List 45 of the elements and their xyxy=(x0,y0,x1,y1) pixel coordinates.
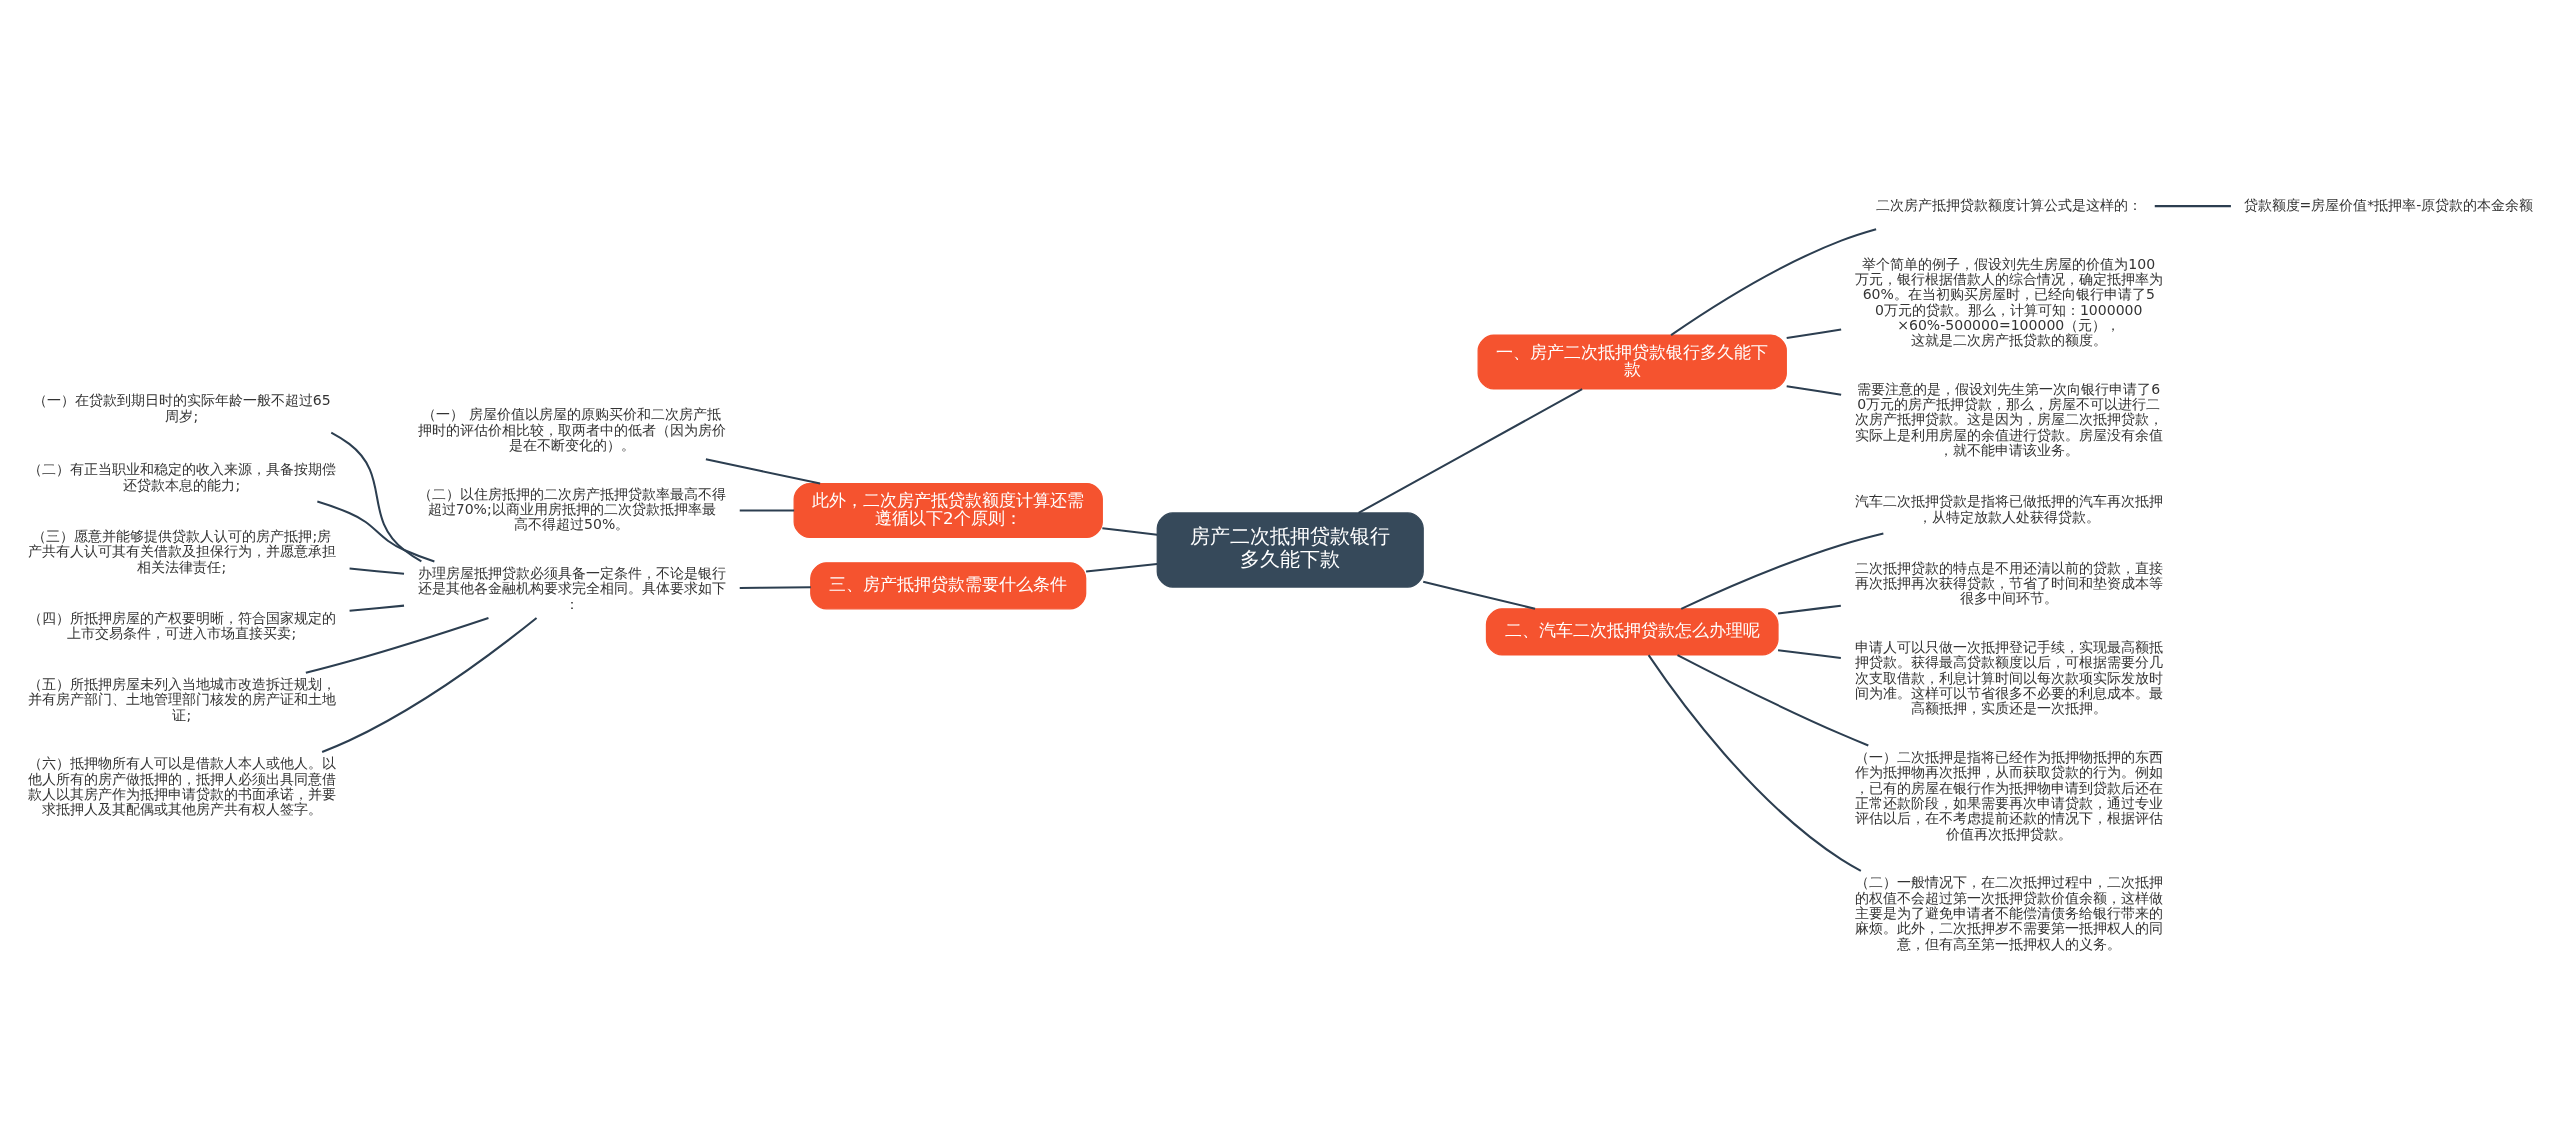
connector xyxy=(317,500,435,563)
node-text: （二）一般情况下，在二次抵押过程中，二次抵押的权值不会超过第一次抵押贷款价值余额，这样做主要是为了避免申请者不能偿清债务给银行带来的麻烦。此外，二次抵押岁不需要第一抵押权人的同意，但有高至第一抵押权人的义务。 xyxy=(1854,874,2163,952)
node-box: 房产二次抵押贷款银行多久能下款 xyxy=(1156,512,1424,588)
node-text: （一）在贷款到期日时的实际年龄一般不超过65周岁; xyxy=(32,392,331,424)
node-box: 三、房产抵押贷款需要什么条件 xyxy=(810,562,1087,610)
connector xyxy=(705,458,821,485)
node-text: 二次房产抵押贷款额度计算公式是这样的： xyxy=(1875,196,2142,213)
connector xyxy=(1786,385,1842,396)
node-text: （一） 房屋价值以房屋的原购买价和二次房产抵押时的评估价相比较，取两者中的低者（因为房价是在不断变化的）。 xyxy=(417,406,726,454)
connector xyxy=(1358,388,1583,514)
connector xyxy=(349,567,405,575)
node-text: （一）二次抵押是指将已经作为抵押物抵押的东西作为抵押物再次抵押，从而获取贷款的行为。例如，已有的房屋在银行作为抵押物申请到贷款后还在正常还款阶段，如果需要再次申请贷款，通过专业评估以后，在不考虑提前还款的情况下，根据评估价值再次抵押贷款。 xyxy=(1854,749,2163,842)
connector xyxy=(321,617,538,753)
node-text: 举个简单的例子，假设刘先生房屋的价值为100万元，银行根据借款人的综合情况，确定抵押率为60%。在当初购买房屋时，已经向银行申请了50万元的贷款。那么，计算可知：1000000×60%-500000=100000（元），这就是二次房产抵贷款的额度。 xyxy=(1854,255,2163,349)
node-text: （四）所抵押房屋的产权要明晰，符合国家规定的上市交易条件，可进入市场直接买卖; xyxy=(27,609,336,641)
connector xyxy=(1647,654,1862,872)
node-text: （五）所抵押房屋未列入当地城市改造拆迁规划，并有房产部门、土地管理部门核发的房产证和土地证; xyxy=(27,676,336,723)
node-box: 二、汽车二次抵押贷款怎么办理呢 xyxy=(1485,608,1779,656)
connector xyxy=(1670,228,1877,336)
node-text: 汽车二次抵押贷款是指将已做抵押的汽车再次抵押，从特定放款人处获得贷款。 xyxy=(1854,493,2163,525)
node-text: 申请人可以只做一次抵押登记手续，实现最高额抵押贷款。获得最高贷款额度以后，可根据需要分几次支取借款，利息计算时间以每次款项实际发放时间为准。这样可以节省很多不必要的利息成本。最高额抵押，实质还是一次抵押。 xyxy=(1854,639,2163,717)
connector xyxy=(1423,580,1536,610)
node-box: 一、房产二次抵押贷款银行多久能下款 xyxy=(1477,334,1787,390)
node-text: （六）抵押物所有人可以是借款人本人或他人。以他人所有的房产做抵押的，抵押人必须出具同意借款人以其房产作为抵押申请贷款的书面承诺，并要求抵押人及其配偶或其他房产共有权人签字。 xyxy=(27,755,336,818)
connector xyxy=(739,586,811,589)
connector xyxy=(1086,562,1158,573)
connector xyxy=(1777,604,1841,615)
connector xyxy=(739,509,795,512)
connector xyxy=(330,431,422,563)
connector xyxy=(1102,527,1158,536)
connector xyxy=(1777,649,1841,660)
connector xyxy=(1677,654,1869,747)
node-text: 办理房屋抵押贷款必须具备一定条件，不论是银行还是其他各金融机构要求完全相同。具体要求如下： xyxy=(417,564,726,612)
connector xyxy=(305,616,489,674)
node-text: 二次抵押贷款的特点是不用还清以前的贷款，直接再次抵押再次获得贷款，节省了时间和垫资成本等很多中间环节。 xyxy=(1854,559,2163,607)
connector xyxy=(2154,205,2231,208)
node-text: 贷款额度=房屋价值*抵押率-原贷款的本金余额 xyxy=(2243,196,2534,213)
node-text: （三）愿意并能够提供贷款人认可的房产抵押;房产共有人认可其有关借款及担保行为，并愿意承担相关法律责任; xyxy=(27,527,336,575)
connector xyxy=(1680,532,1884,610)
connector xyxy=(349,604,405,612)
node-text: 需要注意的是，假设刘先生第一次向银行申请了60万元的房产抵押贷款，那么，房屋不可以进行二次房产抵押贷款。这是因为，房屋二次抵押贷款，实际上是利用房屋的余值进行贷款。房屋没有余值，就不能申请该业务。 xyxy=(1854,380,2163,459)
connector xyxy=(1786,328,1842,340)
node-text: （二）以住房抵押的二次房产抵押贷款率最高不得超过70%;以商业用房抵押的二次贷款抵押率最高不得超过50%。 xyxy=(417,485,726,533)
node-box: 此外，二次房产抵贷款额度计算还需遵循以下2个原则： xyxy=(793,482,1103,538)
node-text: （二）有正当职业和稳定的收入来源，具备按期偿还贷款本息的能力; xyxy=(27,461,336,493)
